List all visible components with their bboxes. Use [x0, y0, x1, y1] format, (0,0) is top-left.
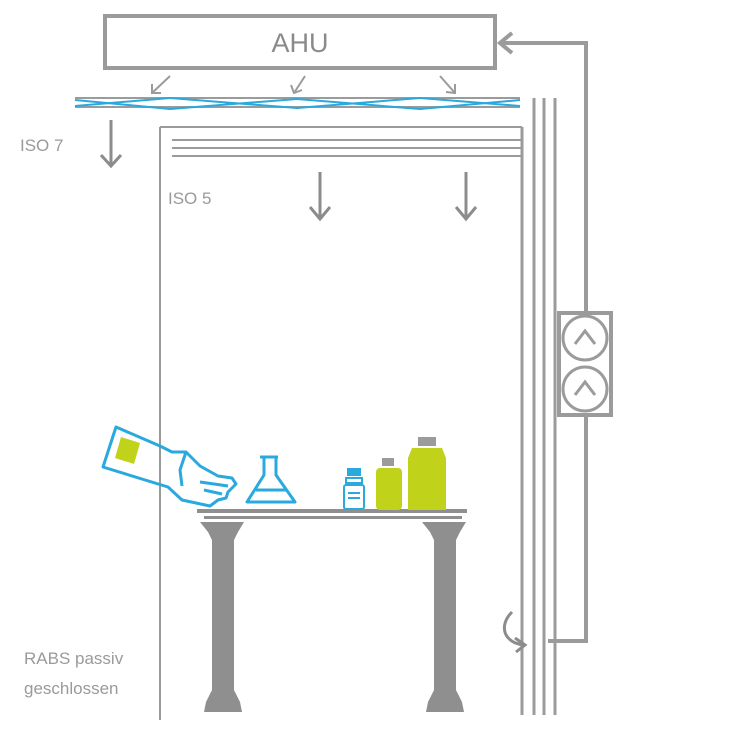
- fan-unit: [557, 311, 613, 417]
- hepa-filter: [74, 96, 521, 111]
- glove-port: [101, 425, 238, 508]
- return-duct: [532, 98, 557, 715]
- glove-cuff: [115, 437, 140, 464]
- table: [197, 509, 467, 712]
- ahu-label: AHU: [271, 28, 329, 58]
- iso5-label: ISO 5: [168, 189, 212, 208]
- system-label-line2: geschlossen: [24, 679, 119, 698]
- iso5-airflow-arrows: [308, 172, 478, 222]
- iso7-label: ISO 7: [20, 136, 64, 155]
- rabs-enclosure: [159, 126, 524, 720]
- flask-icon: [245, 455, 297, 504]
- bottle-icon-small: [376, 458, 402, 510]
- return-curve-arrow: [502, 610, 528, 654]
- iso7-airflow-arrow: [99, 120, 123, 169]
- bottle-icon-large: [408, 437, 446, 510]
- vial-icon: [343, 468, 365, 510]
- ahu-box: [103, 14, 497, 70]
- system-label-line1: RABS passiv: [24, 649, 124, 668]
- ahu-supply-arrows: [151, 75, 456, 95]
